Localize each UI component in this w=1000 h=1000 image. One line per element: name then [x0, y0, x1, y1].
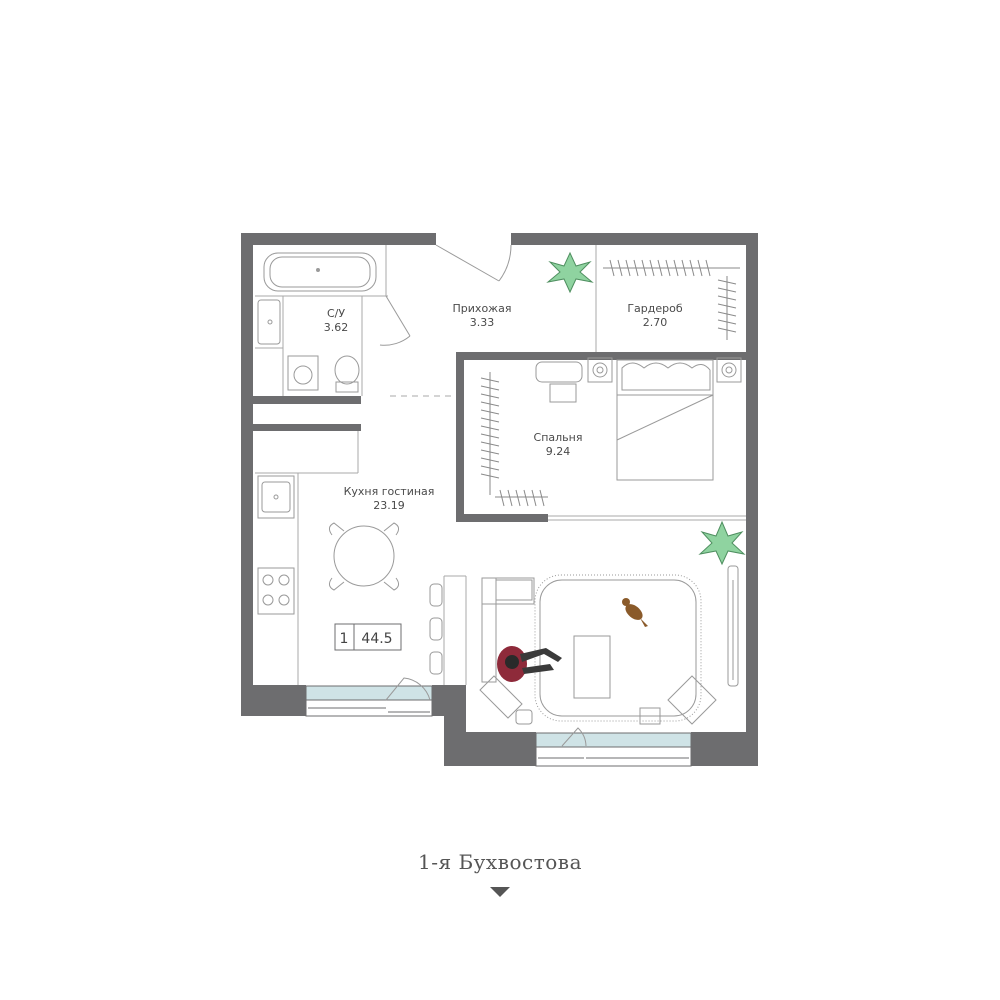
bathtub: [263, 252, 377, 292]
sofa: [481, 577, 535, 683]
room-area-hallway: 3.33: [470, 316, 495, 329]
bed: [616, 359, 714, 481]
toilet: [334, 355, 360, 393]
entrance-door: [435, 244, 512, 282]
bar-stools: [429, 583, 443, 675]
interior-lines: [255, 245, 746, 685]
tv-stand: [727, 565, 739, 687]
bedroom-desk: [535, 361, 583, 403]
person-figure: [497, 646, 562, 682]
bathroom-door: [379, 295, 411, 346]
room-area-kitchen-living: 23.19: [373, 499, 405, 512]
room-area-wardrobe: 2.70: [643, 316, 668, 329]
bathroom-sink: [257, 299, 281, 345]
rug: [534, 574, 702, 722]
balcony-doors: [385, 677, 587, 747]
armchairs: [479, 675, 717, 725]
room-name-bathroom: С/У: [327, 307, 345, 320]
dog-figure: [622, 598, 648, 627]
coffee-table: [573, 635, 611, 699]
room-area-bathroom: 3.62: [324, 321, 349, 334]
walls: [241, 233, 758, 766]
total-area: 44.5: [361, 631, 392, 647]
room-name-hallway: Прихожая: [453, 302, 512, 315]
nightstands: [587, 357, 742, 383]
stove: [257, 567, 295, 615]
rooms-count: 1: [340, 631, 349, 647]
dining-table: [328, 522, 400, 591]
plant-hallway: [546, 251, 594, 294]
wardrobe-hangers: [480, 259, 740, 507]
windows: [305, 685, 692, 767]
room-name-bedroom: Спальня: [534, 431, 583, 444]
street-name: 1-я Бухвостова: [418, 850, 582, 874]
room-name-kitchen-living: Кухня гостиная: [344, 485, 435, 498]
triangle-down-icon: [490, 887, 510, 897]
apartment-info-box: 1 44.5: [334, 623, 402, 651]
washing-machine: [287, 355, 319, 391]
plant-living: [698, 520, 746, 566]
room-name-wardrobe: Гардероб: [627, 302, 683, 315]
room-area-bedroom: 9.24: [546, 445, 571, 458]
kitchen-sink: [257, 475, 295, 519]
